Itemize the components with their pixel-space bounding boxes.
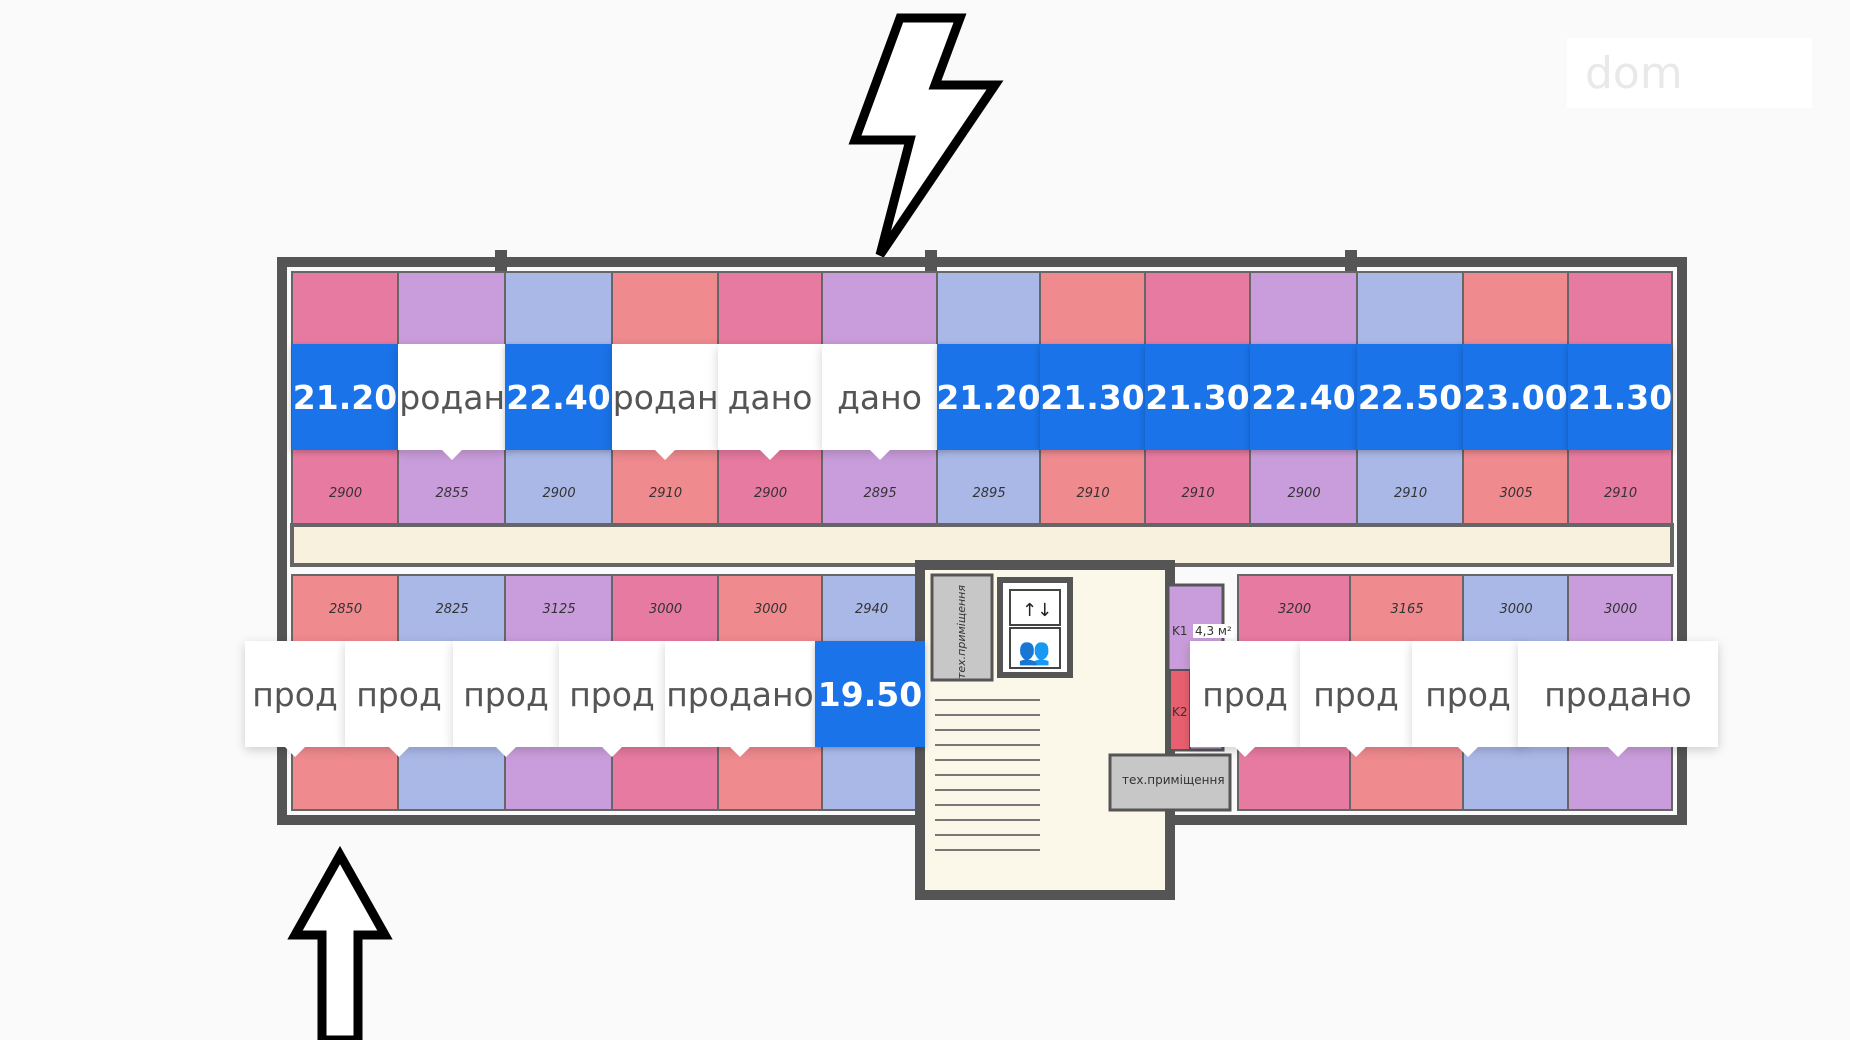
top-unit-label-2[interactable]: 22.40	[505, 344, 612, 450]
bottom-unit-label-3-pointer	[602, 747, 622, 757]
top-unit-label-1-pointer	[441, 450, 462, 460]
top-unit-label-8[interactable]: 21.30	[1145, 344, 1250, 450]
bottom-unit-area-9: 3000	[1604, 602, 1638, 617]
bottom-unit-label-6[interactable]: прод	[1190, 641, 1300, 747]
top-unit-label-6[interactable]: 21.20	[936, 344, 1041, 450]
bottom-unit-label-3[interactable]: прод	[559, 641, 665, 747]
lightning-icon	[848, 13, 1004, 258]
entrance-arrow-icon	[287, 845, 393, 1040]
top-unit-label-12[interactable]: 21.30	[1568, 344, 1672, 450]
top-unit-area-8: 2910	[1181, 486, 1215, 501]
top-unit-area-6: 2895	[972, 486, 1006, 501]
bottom-unit-area-2: 3125	[542, 602, 576, 617]
bottom-unit-label-0[interactable]: прод	[245, 641, 345, 747]
top-unit-label-7[interactable]: 21.30	[1040, 344, 1145, 450]
bottom-unit-area-3: 3000	[649, 602, 683, 617]
bottom-unit-label-4-pointer	[730, 747, 750, 757]
bottom-unit-label-9-pointer	[1608, 747, 1628, 757]
storage-area-label: 4,3 м²	[1193, 624, 1234, 638]
top-unit-area-9: 2900	[1287, 486, 1321, 501]
bottom-unit-label-8[interactable]: прод	[1412, 641, 1524, 747]
bottom-unit-label-9[interactable]: продано	[1518, 641, 1718, 747]
bottom-unit-label-4[interactable]: продано	[665, 641, 815, 747]
top-unit-area-0: 2900	[329, 486, 363, 501]
top-unit-label-5-pointer	[869, 450, 890, 460]
bottom-unit-area-7: 3165	[1390, 602, 1424, 617]
bottom-unit-area-0: 2850	[329, 602, 363, 617]
tech-room-label-1: тех.приміщення	[955, 585, 968, 679]
room-k1-label: K1	[1172, 624, 1188, 638]
top-unit-area-10: 2910	[1394, 486, 1428, 501]
watermark: dom	[1567, 38, 1812, 108]
bottom-unit-area-6: 3200	[1278, 602, 1312, 617]
top-unit-label-5[interactable]: дано	[822, 344, 937, 450]
bottom-unit-area-5: 2940	[855, 602, 889, 617]
bottom-unit-label-7-pointer	[1346, 747, 1366, 757]
top-unit-area-11: 3005	[1499, 486, 1533, 501]
bottom-unit-label-0-pointer	[285, 747, 305, 757]
top-unit-area-4: 2900	[754, 486, 788, 501]
bottom-unit-label-1[interactable]: прод	[345, 641, 453, 747]
bottom-unit-label-2-pointer	[496, 747, 516, 757]
bottom-unit-label-6-pointer	[1235, 747, 1255, 757]
bottom-unit-label-8-pointer	[1458, 747, 1478, 757]
top-unit-label-4-pointer	[760, 450, 780, 460]
bottom-unit-label-2[interactable]: прод	[453, 641, 559, 747]
bottom-unit-area-4: 3000	[754, 602, 788, 617]
bottom-unit-label-1-pointer	[389, 747, 409, 757]
svg-text:↑↓: ↑↓	[1022, 600, 1052, 621]
tech-room-label-2: тех.приміщення	[1122, 773, 1225, 787]
top-unit-area-3: 2910	[649, 486, 683, 501]
top-unit-label-9[interactable]: 22.40	[1250, 344, 1357, 450]
top-unit-area-12: 2910	[1604, 486, 1638, 501]
top-unit-label-3[interactable]: продано	[612, 344, 718, 450]
top-unit-area-5: 2895	[863, 486, 897, 501]
top-unit-label-1[interactable]: продано	[398, 344, 505, 450]
top-unit-label-11[interactable]: 23.00	[1463, 344, 1568, 450]
bottom-unit-area-1: 2825	[435, 602, 469, 617]
top-unit-label-10[interactable]: 22.50	[1357, 344, 1463, 450]
svg-text:👥: 👥	[1018, 637, 1050, 667]
stair-core: ↑↓ 👥	[915, 560, 1232, 900]
top-unit-area-2: 2900	[542, 486, 576, 501]
room-k2-label: K2	[1172, 705, 1188, 719]
bottom-unit-area-8: 3000	[1499, 602, 1533, 617]
top-unit-label-0[interactable]: 21.20	[292, 344, 398, 450]
bottom-unit-label-7[interactable]: прод	[1300, 641, 1412, 747]
bottom-unit-label-5[interactable]: 19.50	[815, 641, 925, 747]
top-unit-area-7: 2910	[1076, 486, 1110, 501]
top-unit-label-4[interactable]: дано	[718, 344, 822, 450]
top-unit-label-3-pointer	[655, 450, 675, 460]
top-unit-area-1: 2855	[435, 486, 469, 501]
